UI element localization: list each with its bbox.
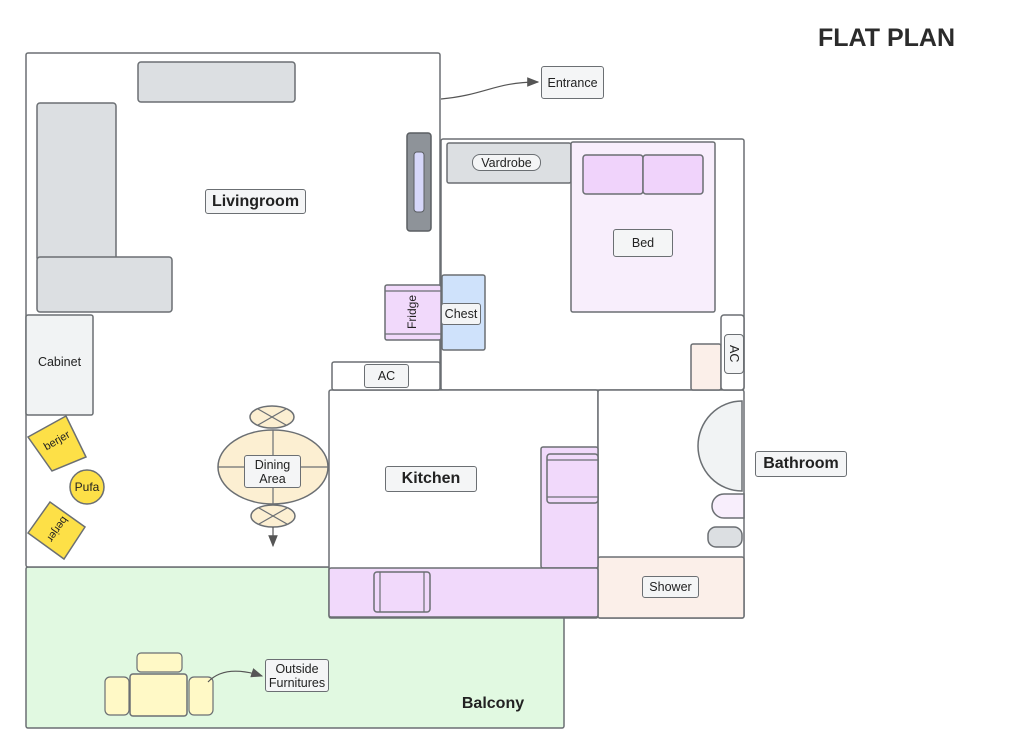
tv-screen (413, 151, 425, 213)
plan-title: FLAT PLAN (818, 24, 956, 52)
outside-chair-left (104, 676, 130, 716)
toilet-shape (707, 526, 743, 548)
chest-label: Chest (441, 303, 481, 325)
pufa-shape (69, 469, 105, 505)
chair-bottom-x2 (258, 507, 288, 525)
outside-furnitures-label: Outside Furnitures (265, 659, 329, 692)
bathtub-shape (697, 400, 743, 492)
bed-label: Bed (613, 229, 673, 257)
sofa-top (137, 61, 296, 103)
outside-furnitures-arrow (207, 668, 264, 683)
dining-area-line2: Area (259, 471, 286, 486)
chair-top-x2 (257, 408, 287, 426)
berjer-bottom-shape (26, 500, 87, 561)
pufa-label: Pufa (74, 480, 100, 494)
dining-area-label: Dining Area (244, 455, 301, 488)
livingroom-label: Livingroom (205, 189, 306, 214)
cabinet-shape (25, 314, 94, 416)
entrance-arrow (440, 77, 540, 100)
kitchen-label: Kitchen (385, 466, 477, 492)
sofa-left-horizontal (36, 256, 173, 313)
vardrobe-label: Vardrobe (472, 154, 541, 171)
kitchen-stove (546, 453, 599, 504)
outside-chair-right (188, 676, 214, 716)
cabinet-label: Cabinet (37, 355, 82, 369)
sink-bath-shape (711, 493, 745, 519)
entrance-label: Entrance (541, 66, 604, 99)
outside-furnitures-line1: Outside (275, 661, 319, 676)
kitchen-counter-bottom (328, 567, 599, 618)
kitchen-sink (373, 571, 431, 613)
pillow-right (642, 154, 704, 195)
berjer-top-shape (26, 414, 88, 472)
fridge-label: Fridge (405, 295, 419, 330)
pillow-left (582, 154, 644, 195)
bedroom-corner-block (690, 343, 722, 391)
balcony-label: Balcony (461, 695, 525, 712)
outside-table-shape (129, 673, 188, 717)
outside-furnitures-line2: Furnitures (268, 675, 326, 690)
ac-living-label: AC (364, 364, 409, 388)
ac-bedroom-label: AC (724, 334, 744, 374)
bathroom-label: Bathroom (755, 451, 847, 477)
sofa-left-vertical (36, 102, 117, 262)
shower-label: Shower (642, 576, 699, 598)
outside-chair-top (136, 652, 183, 673)
dining-area-line1: Dining (254, 457, 291, 472)
